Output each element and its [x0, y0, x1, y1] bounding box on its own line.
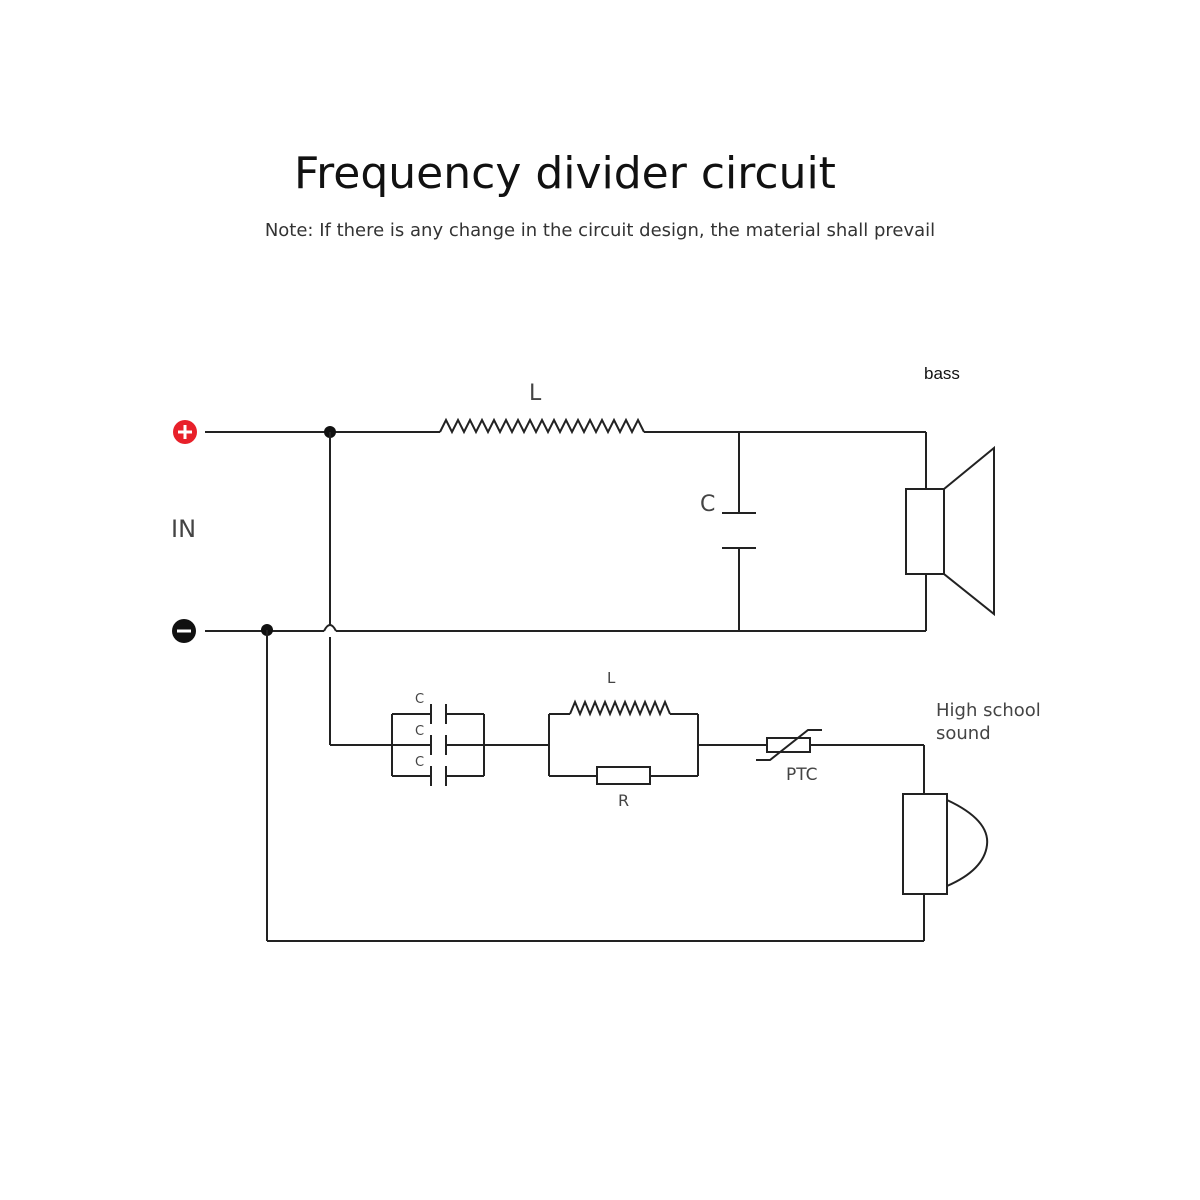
bass-capacitor-label: C: [700, 492, 715, 517]
bass-inductor-coil: [439, 417, 645, 435]
bass-label: bass: [924, 364, 960, 383]
negative-rail: [205, 624, 926, 942]
ptc-label: PTC: [786, 765, 818, 785]
positive-rail: [205, 417, 927, 489]
treble-cap-label: C: [415, 724, 424, 739]
minus-terminal-icon: [172, 619, 196, 643]
bass-speaker-icon: [905, 445, 995, 631]
tweeter-speaker-icon: [902, 793, 989, 941]
treble-inductor-resistor-network: [548, 699, 699, 785]
treble-resistor-label: R: [618, 791, 629, 810]
treble-inductor-label: L: [607, 669, 616, 687]
input-label: IN: [171, 515, 196, 543]
treble-cap-label: C: [415, 755, 424, 770]
wire-crossover-hop: [323, 624, 337, 632]
treble-inductor-coil: [569, 699, 671, 717]
treble-label-line2: sound: [936, 723, 991, 744]
bass-capacitor: [722, 432, 756, 631]
page-title: Frequency divider circuit: [294, 148, 836, 199]
design-note: Note: If there is any change in the circ…: [264, 220, 936, 241]
treble-capacitor-bank: [391, 704, 485, 786]
treble-label-line1: High school: [936, 700, 1041, 721]
treble-resistor: [596, 766, 651, 785]
plus-terminal-icon: [173, 420, 197, 444]
bass-inductor-label: L: [529, 381, 542, 406]
treble-cap-label: C: [415, 692, 424, 707]
